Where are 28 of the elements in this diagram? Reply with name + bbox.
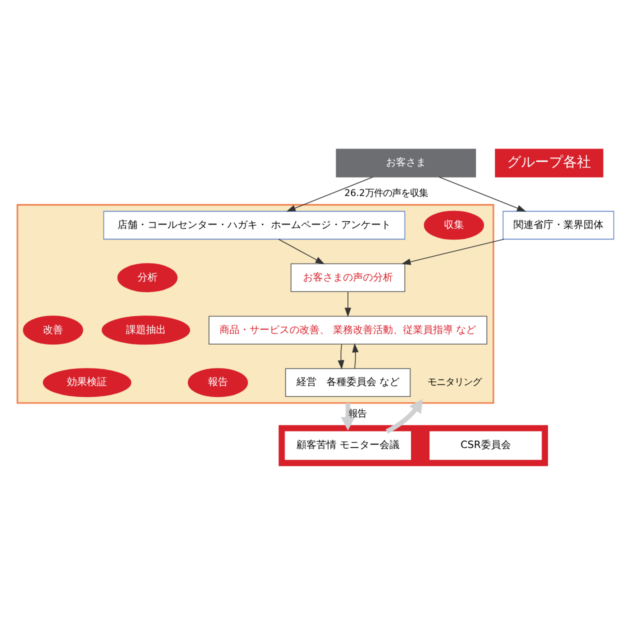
node-box: CSR委員会: [430, 430, 542, 460]
node-ellipse: 課題抽出: [102, 315, 190, 344]
arrow: [278, 238, 325, 264]
edge-label: モニタリング: [427, 376, 482, 388]
node-ellipse: 報告: [188, 368, 248, 397]
node-box: 経営 各種委員会 など: [285, 368, 411, 396]
cluster: [278, 424, 548, 466]
node-box: お客さま: [336, 148, 476, 177]
edge-label: 報告: [348, 408, 367, 420]
edge-label: 26.2万件の声を収集: [344, 188, 428, 198]
node-box: お客さまの声の分析: [290, 262, 406, 292]
node-box: 店舗・コールセンター・ハガキ・ ホームページ・アンケート: [103, 210, 406, 240]
node-box: 顧客苦情 モニター会議: [284, 430, 411, 460]
arrow: [338, 343, 344, 370]
node-ellipse: 分析: [117, 262, 178, 292]
node-box: 商品・サービスの改善、 業務改善活動、従業員指導 など: [208, 315, 488, 344]
arrow: [352, 342, 359, 368]
node-ellipse: 効果検証: [42, 368, 132, 397]
node-ellipse: 改善: [22, 315, 84, 344]
node-box: グループ各社: [494, 148, 604, 177]
arrow: [344, 290, 352, 317]
arrow: [340, 402, 355, 430]
arrow: [286, 176, 374, 212]
arrow: [438, 176, 526, 212]
arrow: [386, 398, 423, 434]
node-box: 関連省庁・業界団体: [502, 210, 614, 240]
arrow: [401, 238, 504, 264]
node-ellipse: 収集: [424, 210, 484, 240]
